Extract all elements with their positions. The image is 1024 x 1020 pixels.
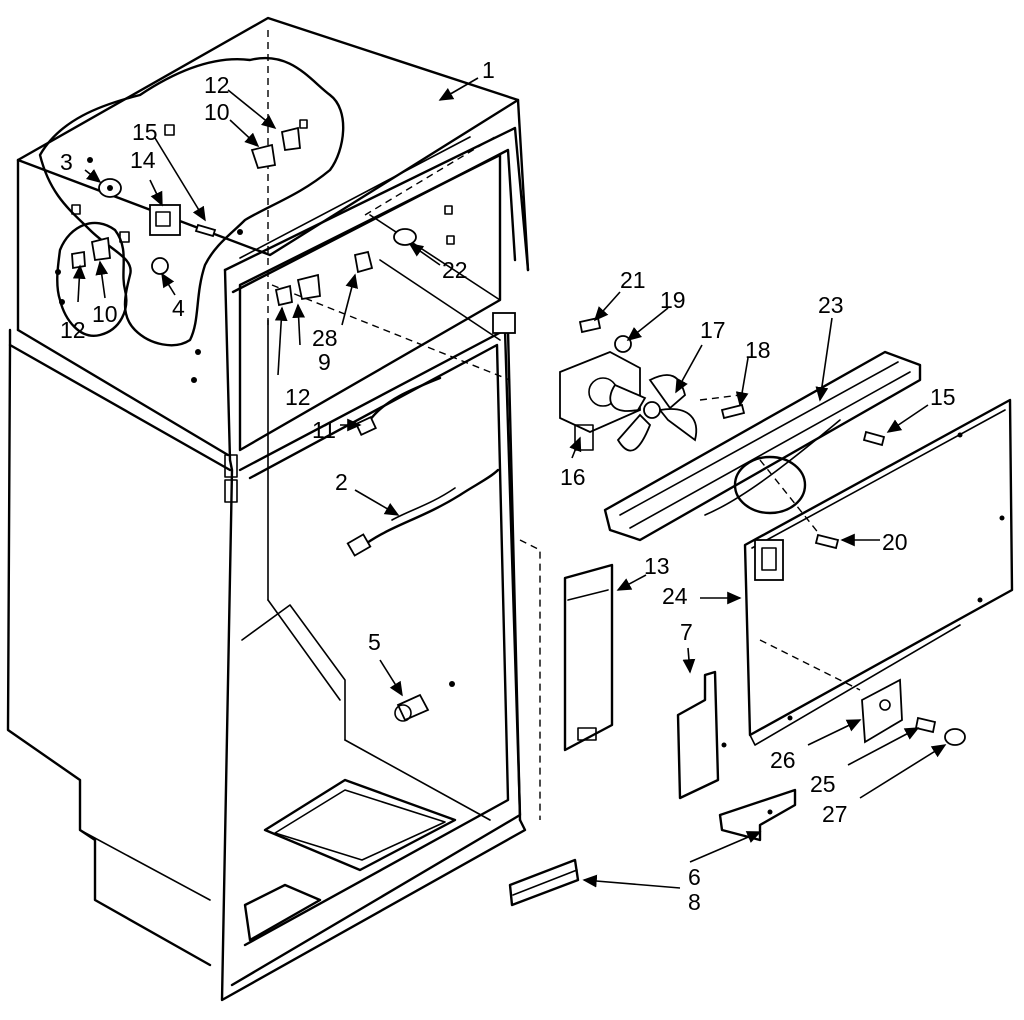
label-25: 25 — [810, 771, 836, 797]
label-12c: 12 — [285, 384, 311, 410]
cutaway-top — [38, 56, 455, 383]
part-15a — [194, 223, 217, 238]
label-23: 23 — [818, 292, 844, 318]
label-2: 2 — [335, 469, 348, 495]
part-25 — [914, 716, 937, 734]
part-15b — [862, 430, 886, 447]
part-27 — [944, 728, 966, 746]
label-16: 16 — [560, 464, 586, 490]
part-11 — [368, 376, 442, 422]
part-24 — [743, 398, 1014, 746]
part-17 — [609, 374, 698, 452]
label-20: 20 — [882, 529, 908, 555]
label-15a: 15 — [132, 119, 158, 145]
part-23 — [603, 350, 922, 542]
part-13 — [563, 563, 614, 752]
part-8 — [508, 858, 580, 907]
label-28: 28 — [312, 325, 338, 351]
part-18 — [720, 403, 746, 420]
part-7 — [676, 670, 720, 800]
leader-lines — [72, 77, 947, 889]
part-5 — [396, 693, 430, 722]
label-14: 14 — [130, 147, 156, 173]
part-14 — [149, 204, 181, 236]
fan-assembly — [559, 316, 746, 452]
label-8: 8 — [688, 889, 701, 915]
part-12a — [280, 126, 301, 152]
label-7: 7 — [680, 619, 693, 645]
part-labels: 1 12 10 15 14 3 4 12 10 22 28 9 12 11 2 … — [60, 57, 956, 915]
label-12a: 12 — [204, 72, 230, 98]
part-12c — [274, 284, 293, 307]
label-15b: 15 — [930, 384, 956, 410]
part-2 — [358, 468, 500, 550]
part-4 — [151, 257, 169, 275]
label-21: 21 — [620, 267, 646, 293]
label-13: 13 — [644, 553, 670, 579]
part-10a — [250, 143, 277, 170]
part-19 — [614, 335, 632, 353]
label-11: 11 — [312, 417, 336, 443]
parts-26-25-27 — [861, 678, 966, 746]
label-6: 6 — [688, 864, 701, 890]
cabinet — [6, 16, 541, 1002]
part-10b — [90, 236, 111, 262]
part-6 — [718, 788, 797, 842]
part-12b — [71, 250, 86, 270]
label-10a: 10 — [204, 99, 230, 125]
label-9: 9 — [318, 349, 331, 375]
part-28 — [353, 250, 374, 274]
label-12b: 12 — [60, 317, 86, 343]
part-9 — [296, 273, 321, 301]
label-4: 4 — [172, 295, 185, 321]
label-22: 22 — [442, 257, 468, 283]
part-21 — [578, 316, 602, 334]
duct-window — [577, 727, 597, 741]
label-10b: 10 — [92, 301, 118, 327]
label-26: 26 — [770, 747, 796, 773]
label-19: 19 — [660, 287, 686, 313]
part-16 — [559, 351, 641, 433]
part-26 — [861, 678, 903, 744]
label-1: 1 — [482, 57, 495, 83]
part-22 — [393, 228, 417, 246]
small-parts — [71, 126, 500, 722]
label-18: 18 — [745, 337, 771, 363]
label-17: 17 — [700, 317, 726, 343]
label-27: 27 — [822, 801, 848, 827]
label-5: 5 — [368, 629, 381, 655]
label-24: 24 — [662, 583, 688, 609]
label-3: 3 — [60, 149, 73, 175]
part-20 — [814, 533, 840, 550]
